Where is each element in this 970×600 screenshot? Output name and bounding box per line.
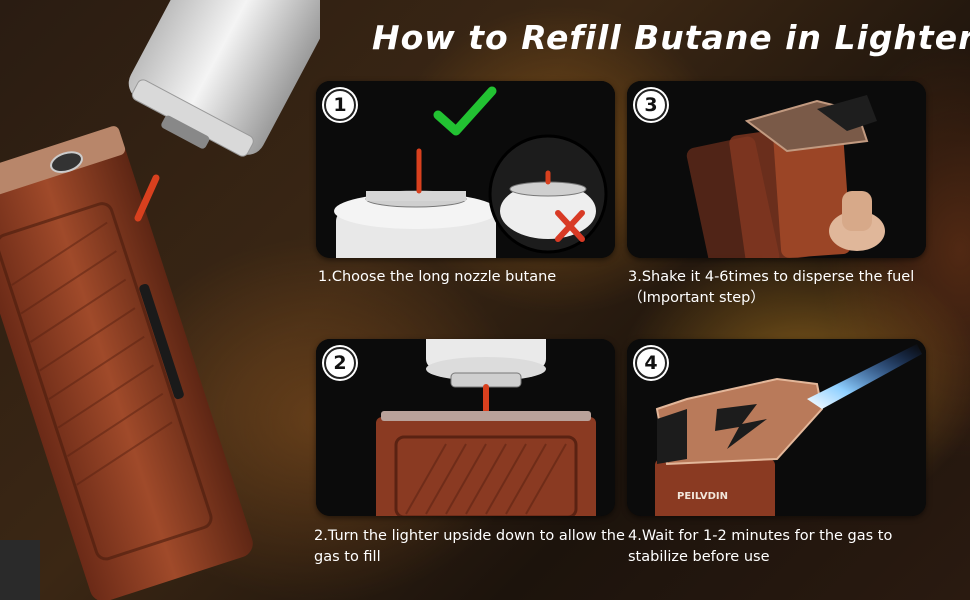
long-nozzle-can-illustration bbox=[316, 81, 615, 258]
step-1-panel: 1 bbox=[316, 81, 615, 258]
page-title: How to Refill Butane in Lighter bbox=[372, 18, 970, 57]
check-icon bbox=[433, 86, 497, 136]
shake-lighter-illustration bbox=[627, 81, 926, 258]
step-1-caption: 1.Choose the long nozzle butane bbox=[318, 269, 557, 285]
step-4-panel: PEILVDIN 4 bbox=[627, 339, 926, 516]
step-number-badge: 2 bbox=[324, 347, 356, 379]
cross-icon bbox=[555, 210, 585, 242]
step-3-panel: 3 bbox=[627, 81, 926, 258]
step-2-panel: 2 bbox=[316, 339, 615, 516]
hero-lighter-image bbox=[0, 0, 320, 600]
step-4-caption: 4.Wait for 1-2 minutes for the gas to st… bbox=[628, 528, 893, 565]
step-2-caption: 2.Turn the lighter upside down to allow … bbox=[314, 528, 625, 565]
upside-down-refill-illustration bbox=[316, 339, 615, 516]
lit-torch-illustration: PEILVDIN bbox=[627, 339, 926, 516]
step-number-badge: 1 bbox=[324, 89, 356, 121]
step-number-badge: 3 bbox=[635, 89, 667, 121]
step-3-caption: 3.Shake it 4-6times to disperse the fuel… bbox=[628, 269, 915, 306]
step-number-badge: 4 bbox=[635, 347, 667, 379]
brand-logo: PEILVDIN bbox=[677, 491, 728, 502]
